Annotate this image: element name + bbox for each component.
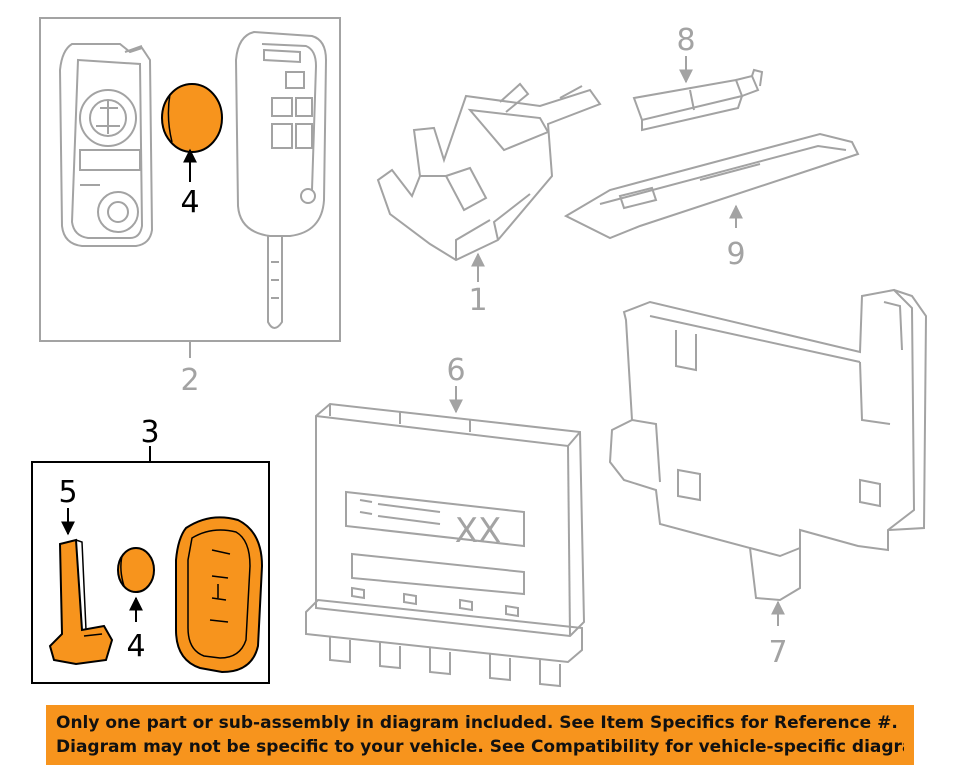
control-module (305, 402, 586, 688)
callout-6: 6 (446, 353, 465, 388)
callout-8: 8 (676, 23, 695, 58)
module-label-text: XX (455, 511, 502, 551)
key-assembly-box (39, 17, 341, 358)
antenna-connector (632, 68, 764, 132)
callout-4-small-battery: 4 (126, 629, 145, 664)
callout-9: 9 (726, 237, 745, 272)
callout-2: 2 (180, 363, 199, 398)
coin-battery-small (117, 547, 155, 593)
emergency-key-blade (48, 538, 114, 666)
callout-3: 3 (140, 415, 159, 450)
callouts: 1 2 3 4 4 5 6 7 8 9 (58, 23, 787, 670)
disclaimer-banner: Only one part or sub-assembly in diagram… (46, 705, 914, 765)
callout-5: 5 (58, 475, 77, 510)
flip-key-fob (234, 30, 328, 329)
column-lock-bracket (376, 82, 602, 262)
module-bracket (608, 288, 928, 602)
open-key-housing (58, 43, 154, 247)
callout-1: 1 (468, 283, 487, 318)
disclaimer-line-1: Only one part or sub-assembly in diagram… (56, 713, 898, 733)
callout-7: 7 (768, 635, 787, 670)
smart-key-fob (175, 516, 264, 674)
disclaimer-line-2: Diagram may not be specific to your vehi… (56, 737, 904, 757)
smart-key-box (31, 446, 270, 684)
callout-4-large-battery: 4 (180, 185, 199, 220)
coin-battery-large (161, 83, 223, 153)
antenna-strip (563, 132, 860, 240)
